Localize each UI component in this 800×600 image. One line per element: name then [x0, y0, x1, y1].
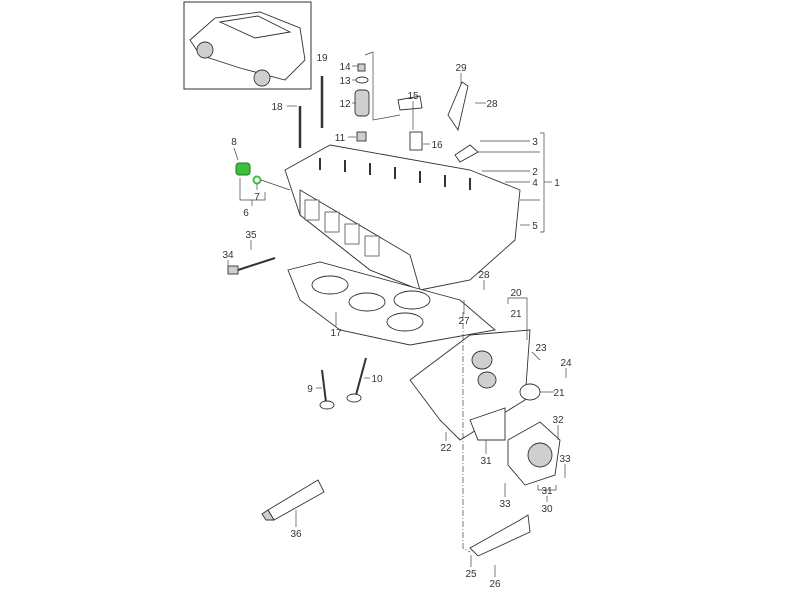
callout[interactable]: 24 — [560, 358, 572, 369]
callout[interactable]: 19 — [316, 53, 328, 64]
callout[interactable]: 33 — [559, 454, 571, 465]
callout[interactable]: 31 — [541, 486, 553, 497]
bolts[interactable] — [298, 76, 324, 148]
callout[interactable]: 11 — [335, 133, 346, 144]
callout[interactable]: 35 — [245, 230, 257, 241]
vehicle-thumbnail[interactable] — [183, 1, 312, 90]
valves[interactable] — [319, 357, 367, 410]
callout-labels: 19 14 13 12 15 29 28 18 11 16 3 8 2 4 1 … — [222, 53, 572, 590]
callout[interactable]: 3 — [532, 137, 538, 148]
callout[interactable]: 29 — [455, 63, 467, 74]
callout[interactable]: 30 — [541, 504, 553, 515]
cylinder-head[interactable] — [284, 144, 521, 291]
callout[interactable]: 17 — [330, 328, 342, 339]
callout[interactable]: 27 — [458, 316, 470, 327]
sensor-34[interactable] — [227, 257, 276, 275]
callout[interactable]: 32 — [552, 415, 564, 426]
callout[interactable]: 15 — [407, 91, 419, 102]
callout[interactable]: 28 — [486, 99, 498, 110]
camshaft-sensor-highlighted[interactable] — [235, 162, 262, 185]
callout[interactable]: 7 — [254, 192, 260, 203]
callout[interactable]: 4 — [532, 178, 538, 189]
callout[interactable]: 26 — [489, 579, 501, 590]
callout[interactable]: 16 — [431, 140, 443, 151]
bracket-29[interactable] — [447, 81, 469, 132]
callout[interactable]: 9 — [307, 384, 313, 395]
callout[interactable]: 31 — [480, 456, 492, 467]
callout[interactable]: 33 — [499, 499, 511, 510]
valve-spring[interactable] — [354, 63, 423, 151]
callout[interactable]: 25 — [465, 569, 477, 580]
callout[interactable]: 10 — [371, 374, 383, 385]
callout[interactable]: 18 — [271, 102, 283, 113]
callout[interactable]: 21 — [553, 388, 565, 399]
sealant-tube[interactable] — [261, 479, 325, 521]
callout[interactable]: 8 — [231, 137, 237, 148]
callout[interactable]: 12 — [339, 99, 351, 110]
callout[interactable]: 5 — [532, 221, 538, 232]
callout[interactable]: 22 — [440, 443, 452, 454]
callout[interactable]: 36 — [290, 529, 302, 540]
callout[interactable]: 13 — [339, 76, 351, 87]
callout[interactable]: 21 — [510, 309, 522, 320]
callout[interactable]: 6 — [243, 208, 249, 219]
head-gasket[interactable] — [287, 261, 497, 346]
leader-lines — [227, 51, 567, 577]
vacuum-pump[interactable] — [469, 407, 561, 486]
callout[interactable]: 34 — [222, 250, 234, 261]
callout[interactable]: 2 — [532, 167, 538, 178]
bracket[interactable] — [469, 514, 531, 557]
callout[interactable]: 23 — [535, 343, 547, 354]
callout[interactable]: 28 — [478, 270, 490, 281]
callout[interactable]: 1 — [554, 178, 560, 189]
callout[interactable]: 14 — [339, 62, 351, 73]
callout[interactable]: 20 — [510, 288, 522, 299]
rocker-3[interactable] — [454, 144, 479, 163]
